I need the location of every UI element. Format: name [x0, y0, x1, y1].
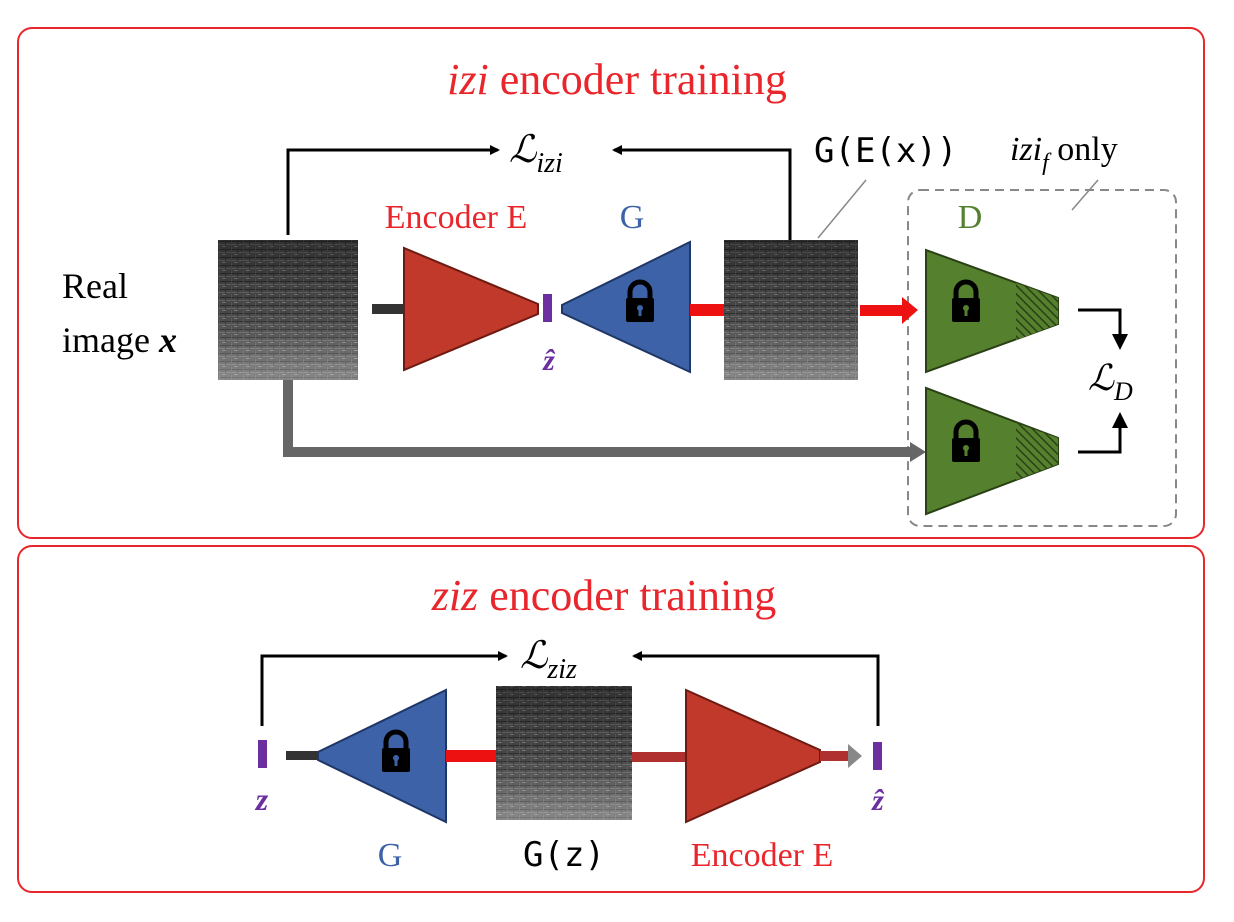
encoder-label-bottom: Encoder E: [691, 837, 834, 874]
latent-zhat-marker: [543, 294, 552, 322]
ziz-loss-label: ℒziz: [520, 635, 577, 685]
latent-zhat-marker-bottom: [873, 742, 882, 770]
generated-image-label: G(z): [523, 835, 605, 875]
reconstruction-leader: [817, 179, 867, 239]
encoder-block-bottom: [685, 688, 821, 824]
ld-lower-arrow: [1078, 424, 1122, 454]
top-panel: [17, 27, 1205, 539]
ziz-loss-left-arrow: [260, 651, 508, 726]
generated-image: [496, 686, 632, 820]
real-image-label: Real: [62, 266, 128, 306]
ziz-loss-right-arrow: [632, 651, 880, 726]
discriminator-region: [907, 189, 1177, 527]
izi-loss-left-arrow: [286, 145, 500, 235]
lock-icon: [626, 279, 654, 322]
real-to-discriminator-path: [283, 380, 912, 457]
real-image-label-2: image x: [62, 320, 177, 360]
discriminator-loss-label: ℒD: [1088, 358, 1133, 406]
reconstruction-label: G(E(x)): [814, 131, 957, 171]
bottom-panel: [17, 545, 1205, 893]
discriminator-label: D: [958, 199, 983, 236]
izi-loss-label: ℒizi: [509, 129, 563, 179]
reconstructed-image: [724, 240, 858, 380]
lock-icon: [952, 279, 980, 322]
real-image-x: [218, 240, 358, 380]
discriminator-lower: [925, 386, 1059, 516]
lock-icon: [382, 729, 410, 772]
encoder-block-top: [403, 246, 539, 372]
ld-upper-arrow: [1078, 308, 1122, 338]
generator-label-top: G: [620, 199, 645, 236]
generator-label-bottom: G: [378, 837, 403, 874]
izif-leader: [1071, 179, 1099, 211]
bottom-panel-title: ziz encoder training: [431, 571, 777, 620]
izif-only-label: izif only: [1010, 131, 1118, 176]
latent-zhat-label-bottom: ẑ: [871, 784, 885, 817]
top-panel-title: izi encoder training: [447, 55, 787, 104]
discriminator-upper: [925, 248, 1059, 374]
latent-z-marker: [258, 740, 267, 768]
latent-zhat-label: ẑ: [542, 344, 556, 377]
lock-icon: [952, 419, 980, 462]
izi-loss-right-arrow: [612, 145, 792, 240]
encoder-label-top: Encoder E: [385, 199, 528, 236]
latent-z-label: z: [255, 781, 269, 817]
